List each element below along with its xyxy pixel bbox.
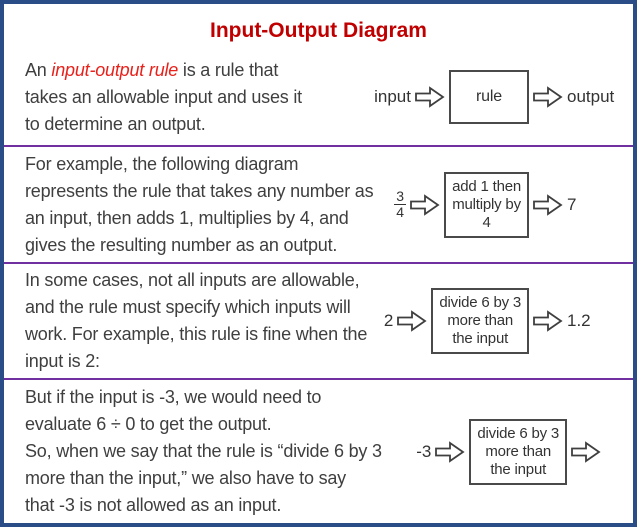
io-diagram-definition: input rule output xyxy=(374,70,617,124)
section-divider xyxy=(4,145,633,147)
block-arrow-icon xyxy=(410,193,440,216)
input-label: input xyxy=(374,87,411,106)
definition-text: An input-output rule is a rule that take… xyxy=(4,57,302,138)
block-arrow-icon xyxy=(533,310,563,332)
block-arrow-icon xyxy=(533,86,563,108)
output-label: 1.2 xyxy=(567,311,591,330)
input-label: -3 xyxy=(416,441,432,461)
section-example-add-multiply: For example, the following diagram repre… xyxy=(4,147,633,262)
page-title: Input-Output Diagram xyxy=(210,19,427,42)
rule-box-line: add 1 then xyxy=(452,177,521,195)
disallowed-input-text: But if the input is -3, we would need to… xyxy=(25,387,382,515)
io-diagram-divide-bad: -3 divide 6 by 3 more than the input xyxy=(416,418,617,485)
rule-box-line: divide 6 by 3 xyxy=(439,294,521,311)
input-fraction: 3 4 xyxy=(394,188,407,220)
rule-box: rule xyxy=(449,70,529,124)
section-disallowed-input: But if the input is -3, we would need to… xyxy=(4,380,633,523)
block-arrow-icon xyxy=(397,310,427,332)
rule-box-line: divide 6 by 3 xyxy=(477,424,559,442)
rule-box: add 1 then multiply by 4 xyxy=(444,171,529,238)
rule-box-line: the input xyxy=(490,460,547,478)
block-arrow-icon xyxy=(571,440,601,463)
section-allowable-inputs: In some cases, not all inputs are allowa… xyxy=(4,264,633,378)
rule-box-line: multiply by xyxy=(452,195,521,213)
fraction-denominator: 4 xyxy=(396,204,405,220)
rule-box-line: the input xyxy=(452,330,509,347)
rule-box: divide 6 by 3 more than the input xyxy=(469,418,567,485)
definition-text-before: An xyxy=(25,59,52,80)
rule-box-line: more than xyxy=(447,312,514,329)
io-diagram-add-multiply: 3 4 add 1 then multiply by 4 7 xyxy=(394,171,617,238)
section-divider xyxy=(4,262,633,264)
section-definition: An input-output rule is a rule that take… xyxy=(4,49,633,145)
rule-box-line: more than xyxy=(485,442,552,460)
rule-box: divide 6 by 3 more than the input xyxy=(431,288,529,354)
block-arrow-icon xyxy=(533,193,563,216)
fraction-numerator: 3 xyxy=(394,188,407,205)
io-diagram-divide-ok: 2 divide 6 by 3 more than the input 1.2 xyxy=(384,288,617,354)
rule-box-line: rule xyxy=(476,88,502,105)
output-label: 7 xyxy=(567,194,577,214)
allowable-inputs-text: In some cases, not all inputs are allowa… xyxy=(25,270,368,371)
definition-text-after: is a rule that takes an allowable input … xyxy=(25,59,302,134)
block-arrow-icon xyxy=(415,86,445,108)
example-add-multiply-text: For example, the following diagram repre… xyxy=(25,153,374,255)
section-divider xyxy=(4,378,633,380)
block-arrow-icon xyxy=(435,440,465,463)
term-highlight: input-output rule xyxy=(51,59,179,80)
output-label: output xyxy=(567,87,615,106)
rule-box-line: 4 xyxy=(482,213,491,231)
input-label: 2 xyxy=(383,311,394,330)
